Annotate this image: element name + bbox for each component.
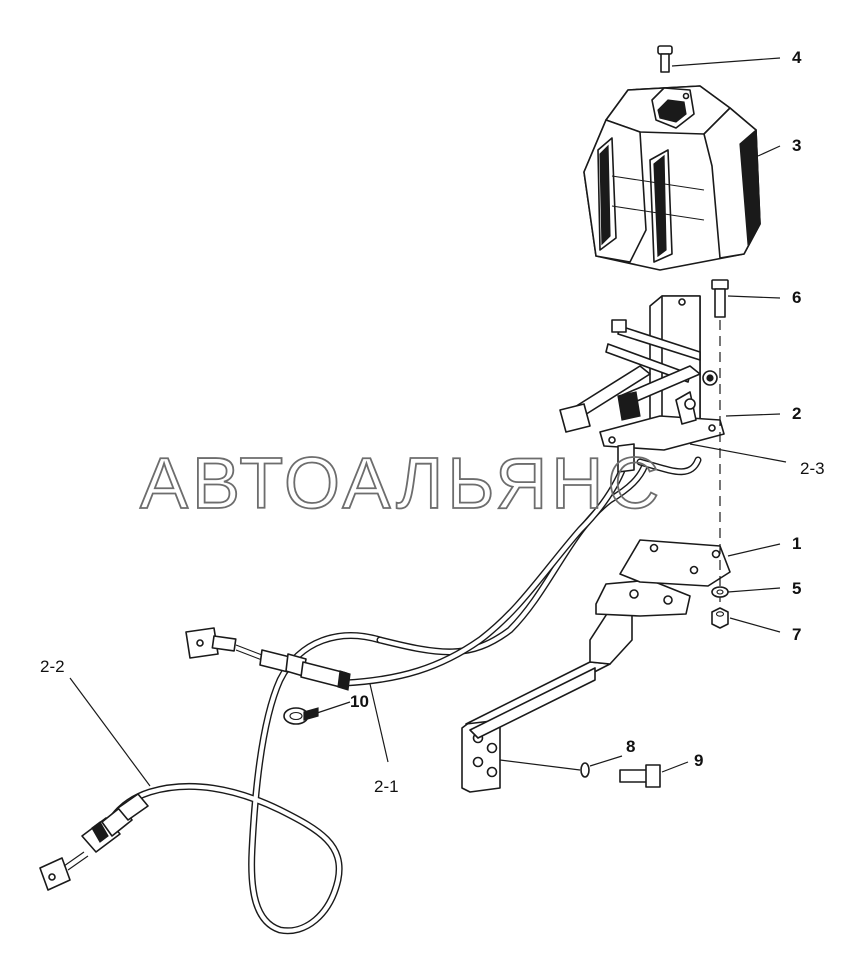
cable-end-fitting-2-2 [39, 793, 149, 891]
callout-2-3: 2-3 [800, 459, 825, 478]
watermark: АВТОАЛЬЯНС [140, 444, 663, 524]
callout-2: 2 [792, 404, 801, 423]
callout-labels: 4 3 6 2 2-3 1 5 7 10 2-2 2-1 8 9 [40, 48, 825, 796]
washer-5 [711, 586, 729, 598]
cable-end-fitting-2-1 [185, 627, 351, 691]
callout-2-2: 2-2 [40, 657, 65, 676]
callout-4: 4 [792, 48, 802, 67]
shift-lever-mechanism-2 [559, 295, 725, 473]
cover-3 [583, 85, 761, 271]
callout-6: 6 [792, 288, 801, 307]
cable-2-1 [341, 446, 702, 687]
bolt-6 [711, 279, 729, 318]
callout-5: 5 [792, 579, 801, 598]
leader-lines [69, 57, 787, 787]
callout-7: 7 [792, 625, 801, 644]
callout-10: 10 [350, 692, 369, 711]
clamp-10 [283, 707, 319, 725]
callout-8: 8 [626, 737, 635, 756]
callout-1: 1 [792, 534, 801, 553]
bolt-9 [619, 764, 661, 788]
callout-2-1: 2-1 [374, 777, 399, 796]
callout-3: 3 [792, 136, 801, 155]
washer-8 [580, 762, 590, 778]
mounting-bracket-1 [461, 539, 731, 793]
nut-7 [711, 607, 729, 629]
callout-9: 9 [694, 751, 703, 770]
screw-4 [657, 45, 673, 73]
cable-2-2 [96, 461, 649, 935]
